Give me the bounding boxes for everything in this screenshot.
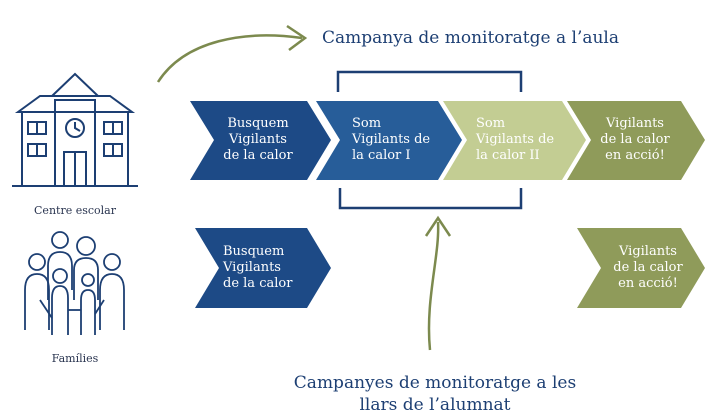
step-som-1-text: Som Vigilants de la calor I	[352, 116, 431, 163]
campaign-classroom-label: Campanya de monitoratge a l’aula	[322, 28, 620, 48]
top-curved-arrow	[156, 34, 303, 83]
chevron-family-busquem	[195, 228, 331, 308]
family-step-accio-text: Vigilants de la calor en acció!	[613, 244, 683, 291]
bracket-top	[336, 70, 523, 92]
families-caption: Famílies	[51, 352, 99, 365]
chevron-accio	[567, 101, 705, 180]
chevron-family-accio	[577, 228, 705, 308]
family-group-icon	[24, 231, 125, 335]
bracket-bottom	[338, 188, 523, 210]
bottom-curved-arrow	[427, 221, 440, 351]
bottom-arrowhead	[424, 215, 452, 237]
step-accio-text: Vigilants de la calor en acció!	[600, 116, 670, 163]
top-arrowhead	[286, 24, 308, 51]
chevron-som-2	[443, 101, 586, 180]
step-som-2-text: Som Vigilants de la calor II	[476, 116, 555, 163]
step-busquem-text: Busquem Vigilants de la calor	[223, 116, 293, 163]
campaign-homes-label: Campanyes de monitoratge a les llars de …	[293, 373, 577, 415]
chevron-busquem	[190, 101, 331, 180]
school-building-icon	[12, 72, 138, 187]
school-caption: Centre escolar	[34, 204, 116, 217]
family-step-busquem-text: Busquem Vigilants de la calor	[223, 244, 293, 291]
chevron-som-1	[316, 101, 462, 180]
